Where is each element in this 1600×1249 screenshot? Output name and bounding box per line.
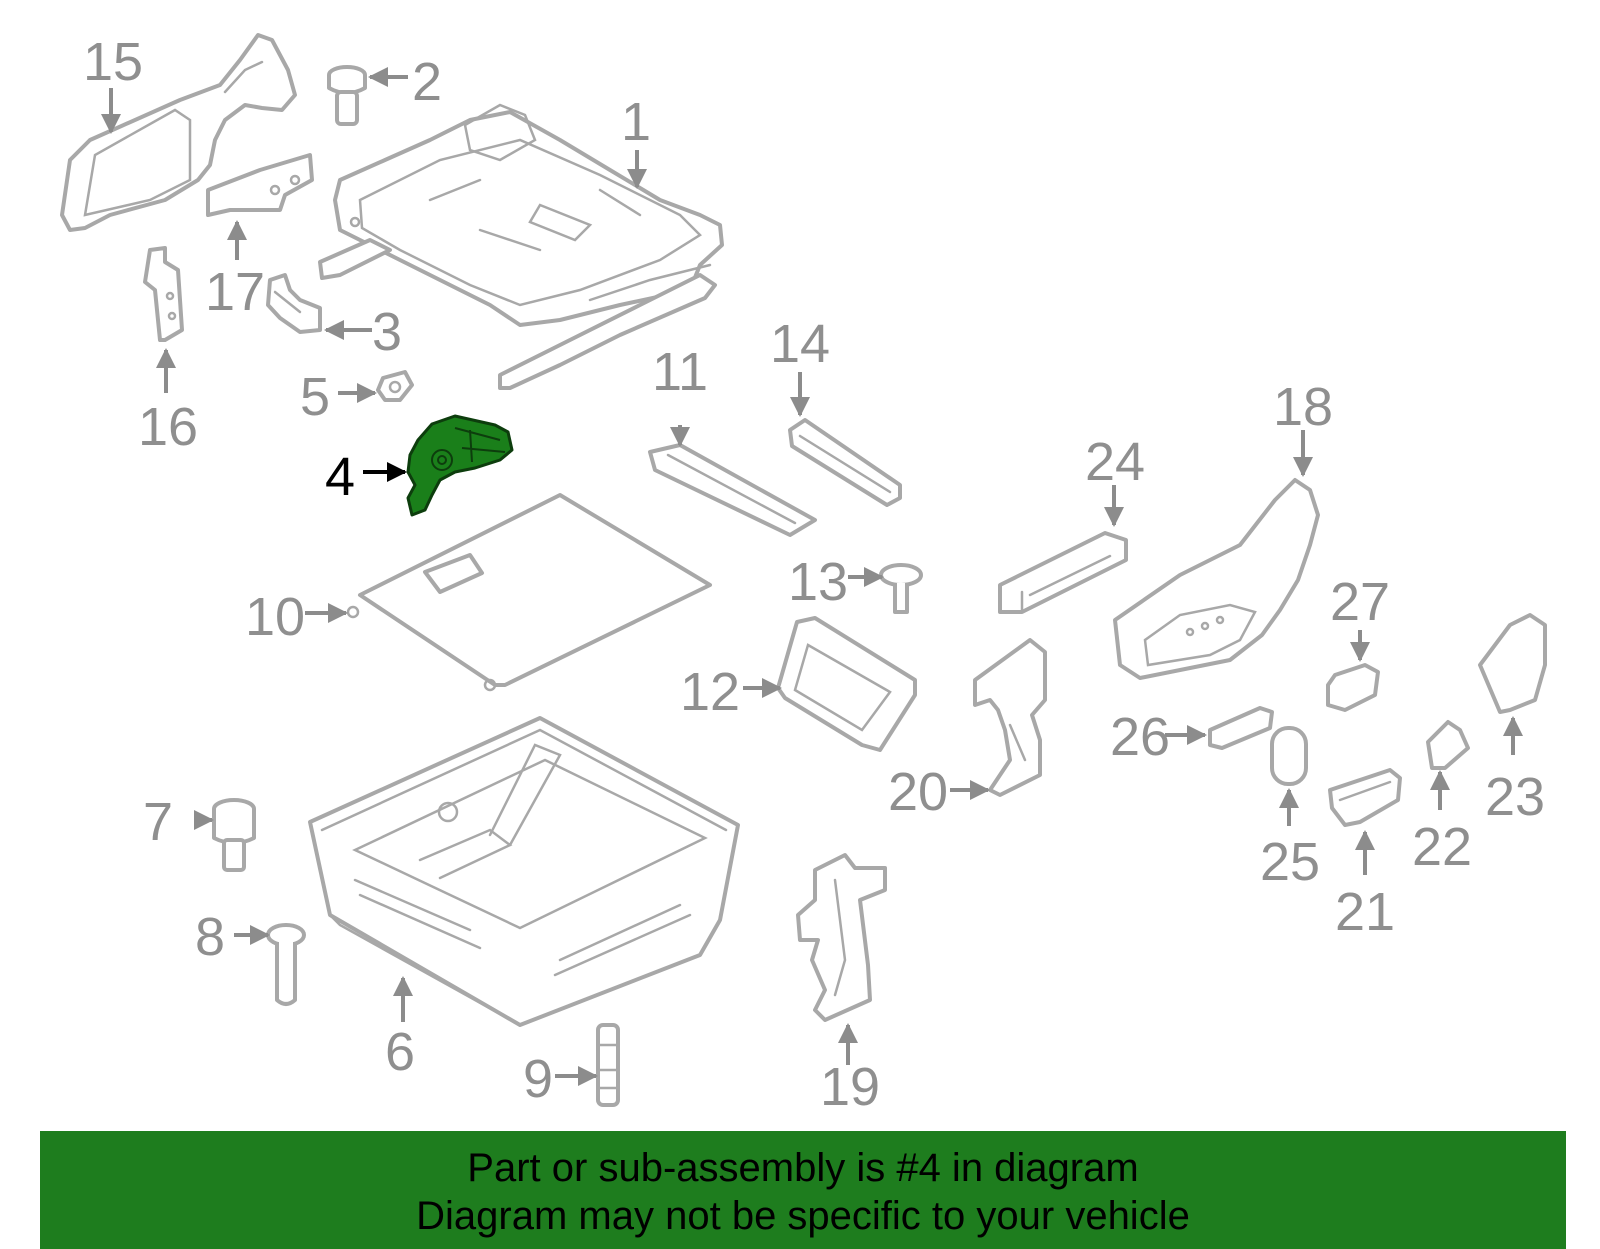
part-8-bolt[interactable] bbox=[266, 923, 306, 1006]
part-26-cap[interactable] bbox=[1208, 706, 1274, 750]
part-27-cap[interactable] bbox=[1326, 663, 1380, 712]
callout-20: 20 bbox=[888, 762, 948, 822]
callout-26: 26 bbox=[1110, 707, 1170, 767]
part-17-bracket[interactable] bbox=[206, 153, 314, 217]
banner-line-part-number: Part or sub-assembly is #4 in diagram bbox=[467, 1146, 1139, 1190]
callout-24: 24 bbox=[1085, 432, 1145, 492]
banner-line-disclaimer: Diagram may not be specific to your vehi… bbox=[416, 1194, 1190, 1238]
part-7-bushing[interactable] bbox=[212, 798, 256, 872]
part-19-bracket[interactable] bbox=[796, 853, 887, 1022]
part-14-rail[interactable] bbox=[788, 418, 902, 507]
part-13-push-pin[interactable] bbox=[879, 563, 923, 614]
part-21-switch[interactable] bbox=[1328, 768, 1402, 827]
part-9-stud[interactable] bbox=[596, 1023, 620, 1107]
callout-22: 22 bbox=[1412, 817, 1472, 877]
callout-21: 21 bbox=[1335, 882, 1395, 942]
callout-2: 2 bbox=[412, 52, 442, 112]
callout-5: 5 bbox=[300, 367, 330, 427]
part-4-seat-motor-highlighted[interactable] bbox=[406, 414, 514, 517]
callout-8: 8 bbox=[195, 907, 225, 967]
part-3-clip[interactable] bbox=[266, 273, 322, 334]
info-banner: Part or sub-assembly is #4 in diagram Di… bbox=[40, 1131, 1566, 1249]
callout-3: 3 bbox=[372, 302, 402, 362]
callout-16: 16 bbox=[138, 397, 198, 457]
callout-6: 6 bbox=[385, 1022, 415, 1082]
callout-labels: 15 2 1 17 3 16 5 4 11 14 18 24 13 10 12 … bbox=[83, 32, 1545, 1117]
part-16-bracket[interactable] bbox=[143, 246, 184, 342]
callout-11: 11 bbox=[652, 342, 708, 402]
part-11-strip[interactable] bbox=[648, 443, 817, 537]
part-10-panel[interactable] bbox=[346, 493, 712, 692]
callout-12: 12 bbox=[680, 662, 740, 722]
callout-14: 14 bbox=[770, 314, 830, 374]
part-20-bracket[interactable] bbox=[973, 638, 1047, 797]
callout-25: 25 bbox=[1260, 832, 1320, 892]
callout-15: 15 bbox=[83, 32, 143, 92]
part-25-knob[interactable] bbox=[1270, 726, 1308, 786]
part-15-side-trim[interactable] bbox=[60, 33, 297, 232]
callout-4-highlighted: 4 bbox=[325, 447, 355, 507]
callout-13: 13 bbox=[788, 552, 848, 612]
part-6-seat-base[interactable] bbox=[308, 716, 740, 1027]
part-5-clip[interactable] bbox=[376, 370, 414, 402]
part-23-cover[interactable] bbox=[1478, 613, 1547, 714]
callout-arrows bbox=[101, 67, 1523, 1086]
part-1-seat-frame[interactable] bbox=[318, 103, 724, 390]
callout-27: 27 bbox=[1330, 572, 1390, 632]
callout-7: 7 bbox=[143, 792, 173, 852]
callout-10: 10 bbox=[245, 587, 305, 647]
part-2-bolt[interactable] bbox=[327, 65, 367, 126]
part-24-module[interactable] bbox=[998, 531, 1128, 614]
part-12-frame[interactable] bbox=[776, 616, 917, 752]
callout-17: 17 bbox=[205, 262, 265, 322]
callout-18: 18 bbox=[1273, 377, 1333, 437]
callout-9: 9 bbox=[523, 1049, 553, 1109]
callout-23: 23 bbox=[1485, 767, 1545, 827]
part-22-clip[interactable] bbox=[1426, 720, 1470, 770]
callout-19: 19 bbox=[820, 1057, 880, 1117]
part-18-side-shield[interactable] bbox=[1113, 478, 1320, 680]
callout-1: 1 bbox=[621, 92, 651, 152]
